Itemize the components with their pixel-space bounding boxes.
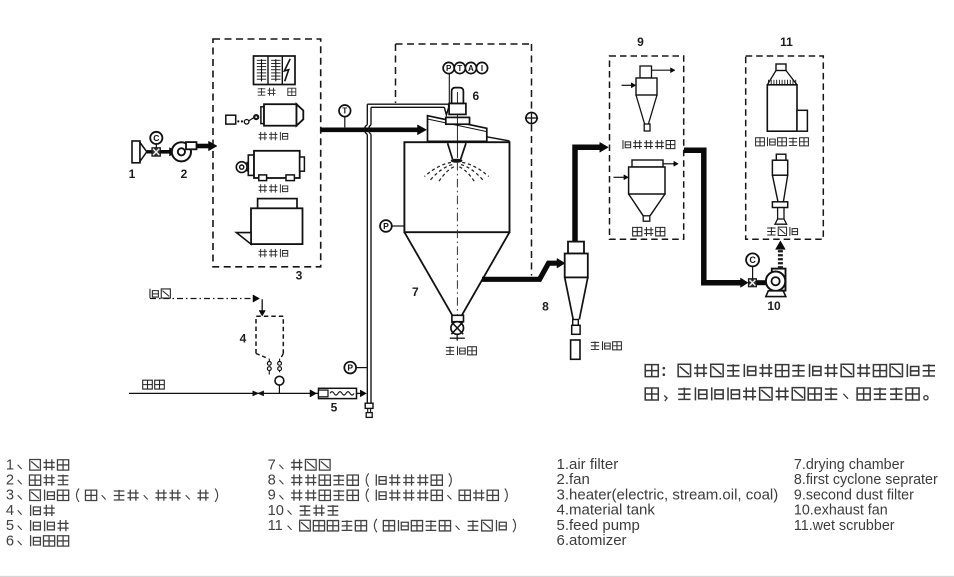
svg-text:10: 10	[268, 503, 284, 519]
svg-text:5.feed pump: 5.feed pump	[557, 517, 640, 534]
svg-text:9: 9	[268, 488, 276, 504]
svg-text:4: 4	[240, 332, 247, 346]
svg-text:A: A	[468, 64, 474, 73]
svg-text:8: 8	[268, 473, 276, 489]
svg-text:6: 6	[6, 533, 14, 549]
svg-text:7: 7	[268, 457, 276, 473]
svg-text:3: 3	[6, 488, 14, 504]
svg-text:11: 11	[780, 35, 793, 49]
svg-text:10: 10	[767, 299, 781, 313]
svg-text:2.fan: 2.fan	[557, 471, 590, 488]
svg-text:9.second dust filter: 9.second dust filter	[794, 487, 914, 503]
svg-text:5: 5	[6, 518, 14, 534]
svg-text:I: I	[481, 64, 483, 73]
svg-text:7.drying chamber: 7.drying chamber	[794, 457, 905, 473]
svg-text:3: 3	[296, 269, 303, 283]
svg-text:4: 4	[6, 503, 14, 519]
svg-text:6.atomizer: 6.atomizer	[557, 532, 627, 549]
svg-text:8: 8	[542, 300, 549, 314]
svg-text:7: 7	[412, 285, 419, 299]
svg-text:P: P	[383, 221, 389, 231]
svg-text:C: C	[749, 255, 756, 265]
svg-text:3.heater(electric, stream.oil,: 3.heater(electric, stream.oil, coal)	[557, 486, 779, 503]
svg-text:8.first cyclone seprater: 8.first cyclone seprater	[794, 472, 938, 488]
svg-text:1.air filter: 1.air filter	[557, 456, 619, 473]
svg-text:T: T	[457, 64, 462, 73]
svg-text:1: 1	[6, 457, 14, 473]
svg-text:2: 2	[6, 473, 14, 489]
svg-text:1: 1	[129, 167, 136, 181]
svg-text:10.exhaust fan: 10.exhaust fan	[794, 503, 888, 519]
svg-text:5: 5	[331, 401, 338, 415]
svg-text:9: 9	[637, 35, 644, 49]
svg-text:11.wet scrubber: 11.wet scrubber	[794, 518, 895, 534]
svg-text:P: P	[446, 64, 452, 73]
svg-text:4.material tank: 4.material tank	[557, 502, 656, 519]
svg-text:T: T	[342, 107, 347, 116]
svg-text:6: 6	[472, 89, 479, 103]
svg-text:C: C	[153, 133, 159, 143]
svg-text:2: 2	[181, 167, 188, 181]
svg-text:P: P	[347, 363, 353, 373]
svg-text:11: 11	[268, 518, 283, 534]
